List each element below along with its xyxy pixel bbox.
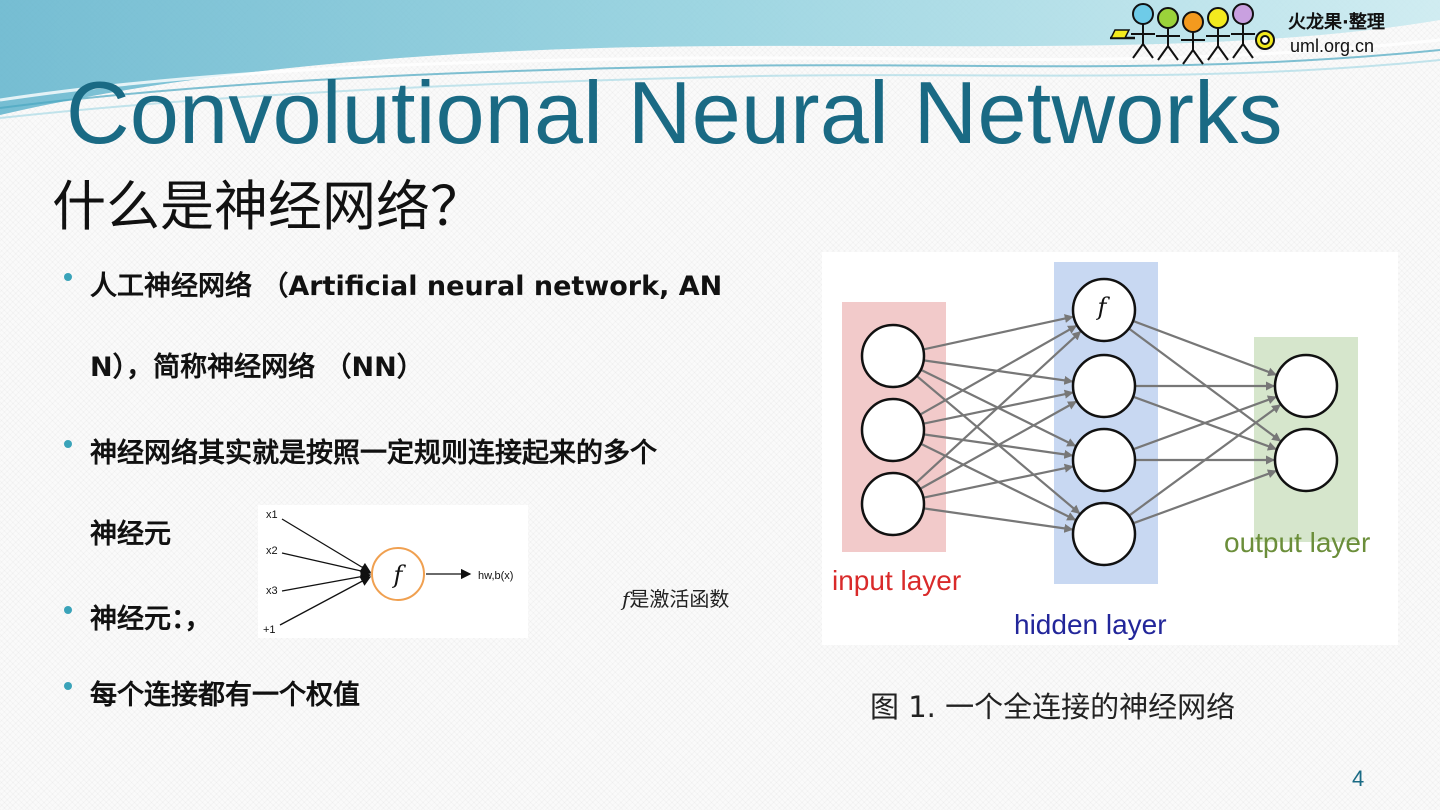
- network-diagram: f input layer hidden layer output layer: [822, 252, 1398, 645]
- activation-note: f是激活函数: [622, 583, 729, 612]
- slide-subtitle: 什么是神经网络？: [52, 162, 484, 241]
- bullet-continuation: 神经元: [90, 512, 171, 551]
- brand-name: 火龙果·整理: [1288, 8, 1385, 34]
- hidden-node: [1073, 503, 1135, 565]
- bullet-text: 每个连接都有一个权值: [90, 673, 360, 712]
- hidden-layer-label: hidden layer: [1014, 609, 1167, 640]
- neuron-input-label: x2: [266, 545, 278, 557]
- input-node: [862, 473, 924, 535]
- hidden-node: [1073, 355, 1135, 417]
- bullet-dot: [64, 606, 72, 614]
- bullet-dot: [64, 440, 72, 448]
- input-layer-label: input layer: [832, 565, 961, 596]
- bullet-text: 神经元：，: [90, 597, 212, 636]
- neuron-output-label: hw,b(x): [478, 570, 513, 582]
- output-node: [1275, 429, 1337, 491]
- bullet-text: 神经网络其实就是按照一定规则连接起来的多个: [90, 431, 657, 470]
- brand-url: uml.org.cn: [1290, 36, 1374, 57]
- input-node: [862, 325, 924, 387]
- neuron-diagram: x1 x2 x3 +1 hw,b(x) f: [258, 505, 528, 638]
- bullet-continuation: N），简称神经网络 （NN）: [90, 345, 424, 384]
- neuron-input-label: x1: [266, 509, 278, 521]
- slide-title: Convolutional Neural Networks: [66, 62, 1283, 164]
- hidden-node: [1073, 429, 1135, 491]
- brand-logo: [1105, 0, 1285, 70]
- bullet-dot: [64, 682, 72, 690]
- input-node: [862, 399, 924, 461]
- figure-caption: 图 1. 一个全连接的神经网络: [870, 684, 1235, 726]
- page-number: 4: [1352, 766, 1364, 792]
- output-node: [1275, 355, 1337, 417]
- neuron-input-label: +1: [263, 624, 276, 636]
- activation-text: 是激活函数: [629, 587, 729, 611]
- output-layer-label: output layer: [1224, 527, 1370, 558]
- bullet-dot: [64, 273, 72, 281]
- neuron-input-label: x3: [266, 585, 278, 597]
- bullet-text: 人工神经网络 （Artificial neural network, AN: [90, 264, 722, 303]
